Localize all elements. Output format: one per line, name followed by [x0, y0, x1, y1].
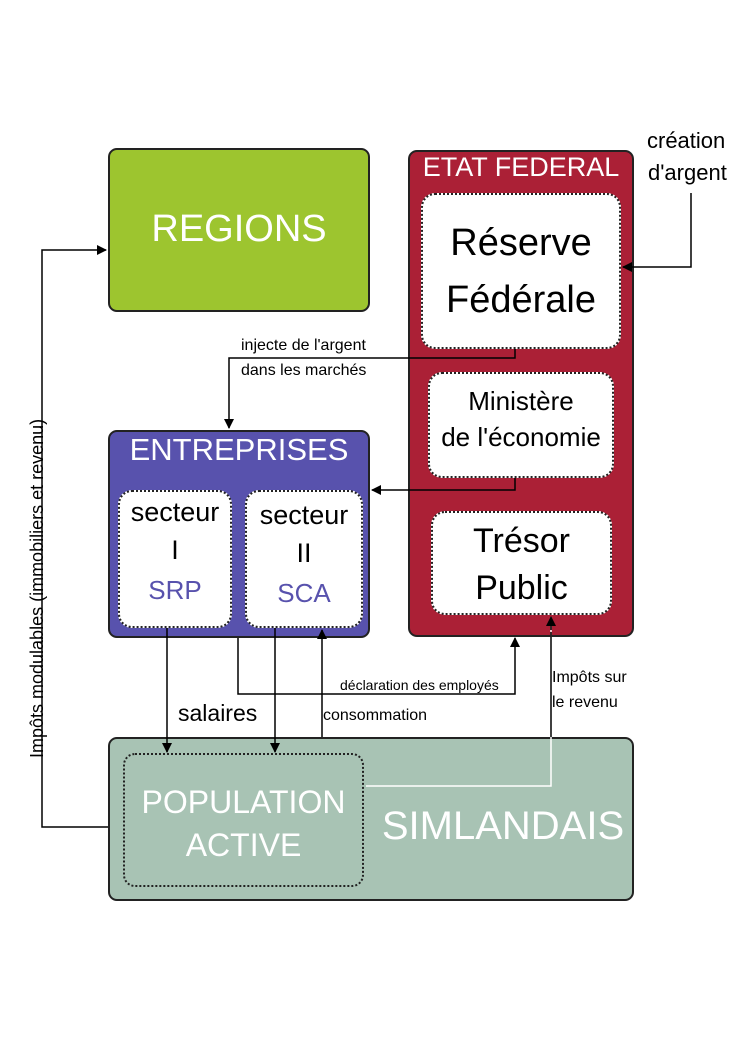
reserve-federale-label-line1: Réserve — [450, 222, 592, 264]
label-impots-modulables: Impôts modulables (immobiliers et revenu… — [27, 418, 47, 758]
population-active-box — [123, 753, 364, 887]
population-active-label-line2: ACTIVE — [185, 827, 302, 863]
label-consommation: consommation — [323, 707, 428, 724]
label-declaration-employes: déclaration des employés — [340, 677, 499, 693]
tresor-label-line2: Public — [475, 569, 568, 607]
arrow-impots-revenu — [366, 617, 552, 787]
population-active-label-line1: POPULATION — [141, 784, 346, 820]
label-impots-revenu-line2: le revenu — [552, 694, 618, 711]
label-salaires: salaires — [178, 700, 258, 726]
reserve-federale-box — [421, 193, 621, 349]
secteur-2-code: SCA — [277, 578, 331, 608]
arrow-impots-modulables — [41, 245, 108, 828]
regions-box — [108, 148, 370, 312]
simlandais-box — [108, 737, 634, 901]
arrow-declaration-employes — [237, 637, 520, 695]
label-impots-revenu-line1: Impôts sur — [552, 669, 627, 686]
arrow-ministere-entreprises — [371, 478, 516, 495]
simlandais-title: SIMLANDAIS — [381, 804, 625, 848]
secteur-2-box — [245, 490, 363, 628]
label-injecte-line2: dans les marchés — [241, 362, 367, 379]
ministere-label-line1: Ministère — [468, 386, 574, 416]
label-creation-line1: création — [647, 128, 726, 153]
secteur-1-number: I — [171, 535, 179, 565]
tresor-public-box — [431, 511, 612, 615]
regions-title: REGIONS — [151, 208, 327, 250]
secteur-2-word: secteur — [259, 500, 349, 530]
ministere-economie-box — [428, 372, 614, 478]
entreprises-title: ENTREPRISES — [129, 432, 349, 467]
secteur-2-number: II — [296, 538, 312, 568]
arrow-injecte-argent — [224, 349, 516, 429]
arrow-creation-argent — [622, 193, 692, 272]
ministere-label-line2: de l'économie — [441, 422, 601, 452]
tresor-label-line1: Trésor — [473, 522, 570, 560]
label-injecte-line1: injecte de l'argent — [241, 337, 366, 354]
label-creation-line2: d'argent — [648, 160, 727, 185]
secteur-1-code: SRP — [148, 575, 202, 605]
etat-federal-title: ETAT FEDERAL — [422, 152, 620, 182]
secteur-1-word: secteur — [130, 497, 220, 527]
secteur-1-box — [118, 490, 232, 628]
reserve-federale-label-line2: Fédérale — [446, 279, 596, 321]
